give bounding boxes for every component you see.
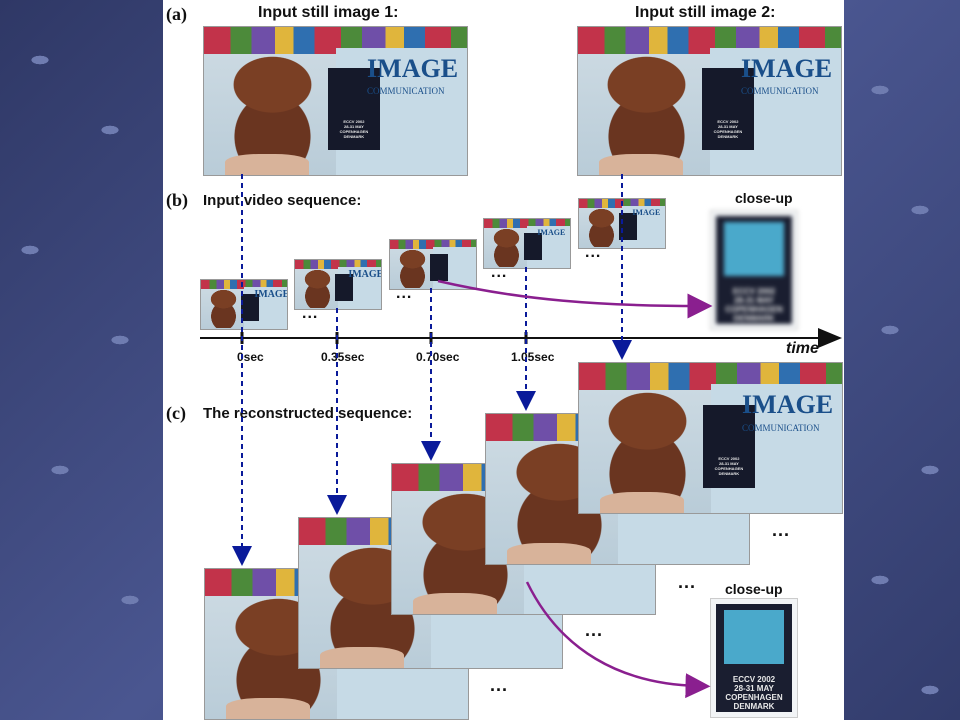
input-still-image-1: ECCV 2002 28-31 MAY COPENHAGEN DENMARK I…	[203, 26, 468, 176]
timeline-label-1: 0.35sec	[321, 350, 365, 364]
reconstructed-label: The reconstructed sequence:	[203, 405, 413, 422]
ellipsis: ...	[678, 572, 697, 592]
closeup-arrow-bottom	[525, 581, 711, 699]
video-frame-2: IMAGE	[294, 259, 382, 310]
video-frame-1: IMAGE	[200, 279, 288, 330]
teddy-bear	[225, 53, 320, 173]
timeline-label-0: 0sec	[237, 350, 264, 364]
input-still-image-2: ECCV 2002 28-31 MAY COPENHAGEN DENMARK I…	[577, 26, 842, 176]
time-axis-label: time	[786, 340, 819, 357]
teddy-bear	[599, 53, 694, 173]
panel-c-label: (c)	[166, 403, 186, 423]
panel-b-label: (b)	[166, 190, 188, 210]
video-frame-3	[389, 239, 477, 290]
ellipsis: ...	[302, 305, 319, 322]
timeline-label-3: 1.05sec	[511, 350, 555, 364]
magazine-subtitle: COMMUNICATION	[367, 86, 445, 97]
ellipsis: ...	[772, 520, 791, 540]
eccv-poster: ECCV 2002 28-31 MAY COPENHAGEN DENMARK	[701, 68, 755, 150]
ellipsis: ...	[585, 244, 602, 261]
closeup-arrow-top	[437, 279, 713, 319]
reconstructed-frame-5: ECCV 2002 28-31 MAY COPENHAGEN DENMARK I…	[578, 362, 843, 514]
ellipsis: ...	[396, 285, 413, 302]
magazine-subtitle: COMMUNICATION	[741, 86, 819, 97]
video-frame-4: IMAGE	[483, 218, 571, 269]
closeup-poster-blurry: ECCV 2002 28-31 MAY COPENHAGEN DENMARK	[710, 210, 798, 330]
hand	[225, 154, 310, 175]
closeup-poster-sharp: ECCV 2002 28-31 MAY COPENHAGEN DENMARK	[710, 598, 798, 718]
ellipsis: ...	[585, 620, 604, 640]
ellipsis: ...	[491, 264, 508, 281]
magazine-title: IMAGE	[741, 53, 833, 83]
ellipsis: ...	[490, 675, 509, 695]
input-still-2-label: Input still image 2:	[635, 4, 776, 21]
closeup-label-top: close-up	[735, 190, 793, 206]
magazine-title: IMAGE	[367, 53, 459, 83]
eccv-poster: ECCV 2002 28-31 MAY COPENHAGEN DENMARK	[327, 68, 381, 150]
panel-a-label: (a)	[166, 4, 187, 24]
hand	[599, 154, 684, 175]
timeline-label-2: 0.70sec	[416, 350, 460, 364]
input-still-1-label: Input still image 1:	[258, 4, 399, 21]
closeup-label-bottom: close-up	[725, 581, 783, 597]
